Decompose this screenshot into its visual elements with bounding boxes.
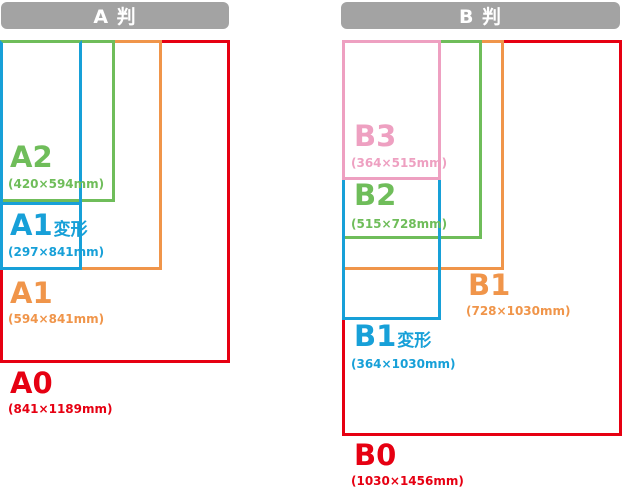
- b2-dims: (515×728mm): [351, 217, 448, 231]
- a2-name: A2: [10, 140, 53, 174]
- b1-hen-suffix: 変形: [397, 331, 432, 351]
- a2-dims: (420×594mm): [8, 177, 105, 191]
- a-series-header: A 判: [1, 2, 229, 29]
- a1-hen-dims: (297×841mm): [8, 245, 105, 259]
- b2-name: B2: [354, 178, 397, 212]
- b0-name: B0: [354, 438, 397, 472]
- b0-dims: (1030×1456mm): [351, 474, 464, 488]
- b1-name: B1: [468, 268, 511, 302]
- b1-hen-dims: (364×1030mm): [351, 357, 456, 371]
- a1-hen-name: A1: [10, 208, 53, 242]
- a-series-header-text: A 判: [93, 6, 137, 28]
- b3-label: B3: [354, 122, 396, 151]
- b1-label: B1: [468, 271, 510, 300]
- b1-dims: (728×1030mm): [466, 304, 571, 318]
- a1-dims: (594×841mm): [8, 312, 105, 326]
- b3-name: B3: [354, 119, 397, 153]
- a1-hen-top-segment: [0, 202, 82, 205]
- b1-hen-name: B1: [354, 319, 397, 353]
- b3-rect: [342, 40, 441, 180]
- a1-label: A1: [10, 279, 53, 308]
- b-series-header: B 判: [341, 2, 620, 29]
- a0-name: A0: [10, 366, 53, 400]
- a0-label: A0: [10, 369, 53, 398]
- a1-hen-rect: [0, 40, 82, 270]
- b1-hen-rect: [342, 40, 441, 320]
- a2-label: A2: [10, 143, 53, 172]
- a0-dims: (841×1189mm): [8, 402, 113, 416]
- a1-name: A1: [10, 276, 53, 310]
- a1-hen-label: A1変形: [10, 211, 88, 240]
- b2-label: B2: [354, 181, 396, 210]
- b3-dims: (364×515mm): [351, 156, 448, 170]
- b-series-header-text: B 判: [458, 6, 503, 28]
- b0-label: B0: [354, 441, 396, 470]
- a1-hen-suffix: 変形: [53, 220, 88, 240]
- b1-hen-label: B1変形: [354, 322, 431, 351]
